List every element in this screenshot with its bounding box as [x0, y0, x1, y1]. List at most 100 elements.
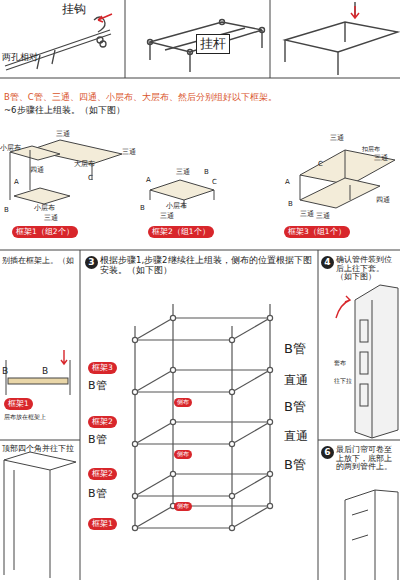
frame-badge: 框架3 — [88, 362, 117, 374]
part-label: B — [140, 204, 145, 212]
joint — [170, 367, 175, 372]
part-label: C — [212, 178, 217, 186]
part-label: 三通 — [44, 214, 58, 222]
frame-tube — [232, 506, 270, 528]
part-label: 往下拉 — [334, 378, 352, 385]
frame-tube — [232, 422, 270, 444]
frame-tube — [173, 369, 270, 370]
node-text: 挂杆 — [200, 36, 226, 51]
joint — [170, 471, 175, 476]
direction-arrow — [336, 296, 350, 318]
rod-frame-figure — [148, 20, 265, 73]
panel-border — [125, 0, 126, 78]
part-label: 大层布 — [74, 160, 95, 168]
part-label: 层布放在框架上 — [4, 414, 46, 421]
panel-border — [0, 78, 400, 79]
frame-badge: 框架2 — [88, 468, 117, 480]
joint — [229, 441, 234, 446]
part-label: B — [4, 206, 9, 214]
part-label: 小层布 — [166, 202, 187, 210]
wardrobe-door-figure — [345, 490, 398, 580]
joint — [132, 389, 137, 394]
rod-label-box: 挂杆 — [196, 34, 230, 54]
part-label: 三通 — [316, 212, 330, 220]
part-label: A — [285, 178, 290, 186]
joint — [229, 525, 234, 530]
part-label: 三通 — [330, 134, 344, 142]
frame-badge: 框架2（组1个） — [148, 226, 214, 238]
node-text: 框架1 — [8, 399, 29, 408]
part-label: B管 — [88, 488, 107, 501]
frame-tube — [232, 370, 270, 392]
part-label: A — [146, 176, 151, 184]
frame-badge: 框架2 — [88, 416, 117, 428]
part-label: 别插在框架上。（如 — [2, 256, 78, 265]
node-text: 框架2（组1个） — [152, 227, 210, 236]
node-text: 框架1 — [92, 519, 113, 528]
node-text: 侧布 — [177, 502, 189, 509]
frame-tube — [135, 474, 173, 496]
shelf-pieces-figure — [4, 360, 76, 578]
part-label: 四通 — [376, 196, 390, 204]
node-text: 框架2 — [92, 469, 113, 478]
part-label: 直通 — [284, 374, 308, 388]
joint — [229, 493, 234, 498]
wardrobe-cover-figure — [355, 285, 398, 438]
direction-arrow — [98, 14, 112, 22]
joint — [267, 419, 272, 424]
direction-arrow — [351, 6, 359, 18]
frame3-figure — [300, 150, 395, 208]
side-cloth-badge: 侧布 — [174, 398, 192, 407]
part-label: 扣层布 — [362, 146, 380, 153]
node-text: 侧布 — [177, 450, 189, 457]
part-label: 挂钩 — [62, 3, 86, 17]
panel-border — [0, 440, 80, 441]
joint — [267, 471, 272, 476]
part-label: B管 — [284, 458, 306, 473]
part-label: 三通 — [160, 212, 174, 220]
joint — [132, 441, 137, 446]
frame-tube — [135, 443, 232, 444]
part-label: B — [288, 200, 293, 208]
side-cloth-badge: 侧布 — [174, 450, 192, 459]
part-label: B — [42, 366, 48, 376]
frame-tube — [173, 473, 270, 474]
joint — [132, 525, 137, 530]
part-label: 三通 — [56, 130, 70, 138]
rod-hook-figure — [5, 17, 111, 70]
node-text: 4 — [324, 257, 330, 267]
part-label: 套布 — [334, 360, 346, 367]
part-label: C — [318, 160, 323, 168]
frame-badge: 框架1 — [88, 518, 117, 530]
node-text: 框架1（组2个） — [16, 227, 74, 236]
node-text: 侧布 — [177, 398, 189, 405]
frame-badge: 框架1（组2个） — [12, 226, 78, 238]
part-label: B管 — [284, 342, 306, 357]
node-text: 3 — [88, 257, 94, 267]
side-cloth-badge: 侧布 — [174, 502, 192, 511]
part-label: B — [204, 168, 209, 176]
joint — [229, 389, 234, 394]
part-label: 两孔相对 — [2, 52, 38, 62]
part-label: C — [88, 174, 93, 182]
part-label: B管 — [284, 400, 306, 415]
joint — [170, 315, 175, 320]
frame1-figure — [10, 140, 122, 204]
part-label: 三通 — [176, 168, 190, 176]
part-label: 三通 — [122, 148, 136, 156]
step-number: 6 — [321, 446, 334, 459]
frame-tube — [135, 391, 232, 392]
direction-arrow — [61, 350, 67, 364]
part-label: B管 — [88, 434, 107, 447]
part-label: 最后门帘可卷至上放下，底部上的两到管件上。 — [336, 446, 398, 472]
frame-tube — [135, 318, 173, 340]
part-label: B管 — [88, 380, 107, 393]
part-label: 直通 — [284, 430, 308, 444]
part-label: 顶部四个角并往下拉 — [2, 444, 78, 453]
joint — [267, 315, 272, 320]
node-text: 框架3 — [92, 363, 113, 372]
frame-badge: 框架1 — [4, 398, 33, 410]
step-number: 4 — [321, 256, 334, 269]
